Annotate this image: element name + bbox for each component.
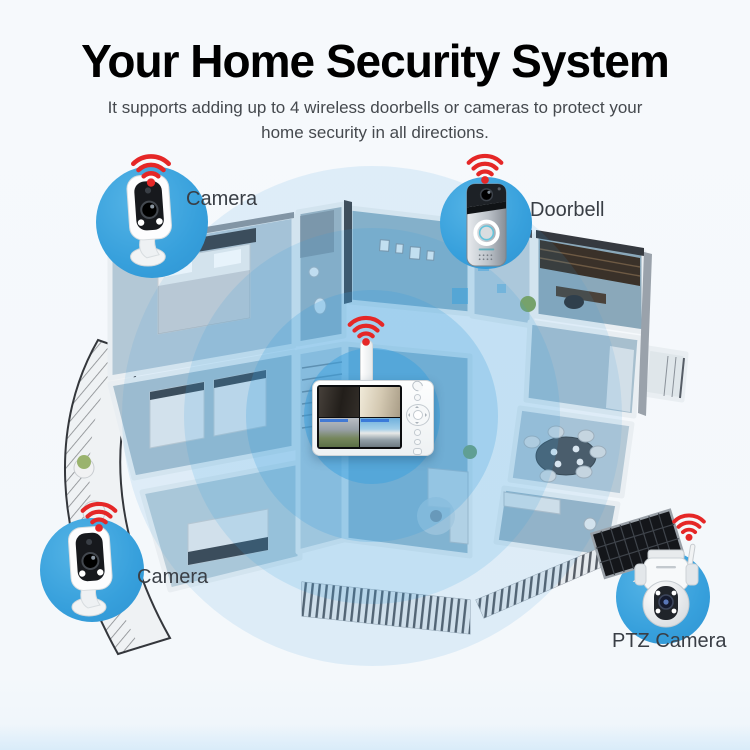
subtitle-line-2: home security in all directions.: [261, 122, 489, 142]
battery-camera-device: [126, 174, 172, 267]
wifi-icon: [131, 154, 171, 187]
monitor-screen: [317, 385, 402, 449]
wifi-icon: [466, 153, 504, 184]
balcony-bottom: [301, 541, 623, 635]
monitor-feed-4: [360, 417, 400, 447]
back-button: [414, 429, 421, 436]
bottom-gradient-band: [0, 724, 750, 750]
monitor-feed-2: [360, 387, 400, 417]
monitor-control-panel: [402, 378, 433, 456]
dpad-control: [405, 403, 430, 427]
doorbell-device: [466, 183, 507, 267]
ptz-camera-device: [634, 543, 699, 628]
volume-button: [413, 448, 422, 456]
furniture: [149, 210, 641, 566]
monitor-feed-3: [319, 417, 359, 447]
ptz-camera-label: PTZ Camera: [612, 630, 727, 652]
wifi-icon: [347, 315, 385, 346]
dpad-ok-button: [412, 410, 423, 421]
wifi-icon: [80, 501, 118, 532]
subtitle-line-1: It supports adding up to 4 wireless door…: [107, 98, 643, 117]
menu-button: [414, 394, 421, 401]
decor-pixel: [452, 288, 468, 304]
camera-bottom-label: Camera: [137, 566, 209, 588]
decor-pixel: [497, 284, 506, 293]
camera-top-label: Camera: [186, 188, 258, 210]
doorbell-label: Doorbell: [530, 199, 605, 221]
balcony-right: [641, 345, 689, 403]
header: Your Home Security System It supports ad…: [0, 0, 750, 145]
wifi-icon: [672, 513, 706, 541]
battery-camera-device: [67, 525, 113, 617]
talk-button: [414, 438, 421, 446]
power-button: [409, 378, 426, 394]
base-station-monitor: [312, 378, 434, 456]
monitor-feed-1: [319, 387, 359, 417]
page-title: Your Home Security System: [81, 35, 670, 87]
